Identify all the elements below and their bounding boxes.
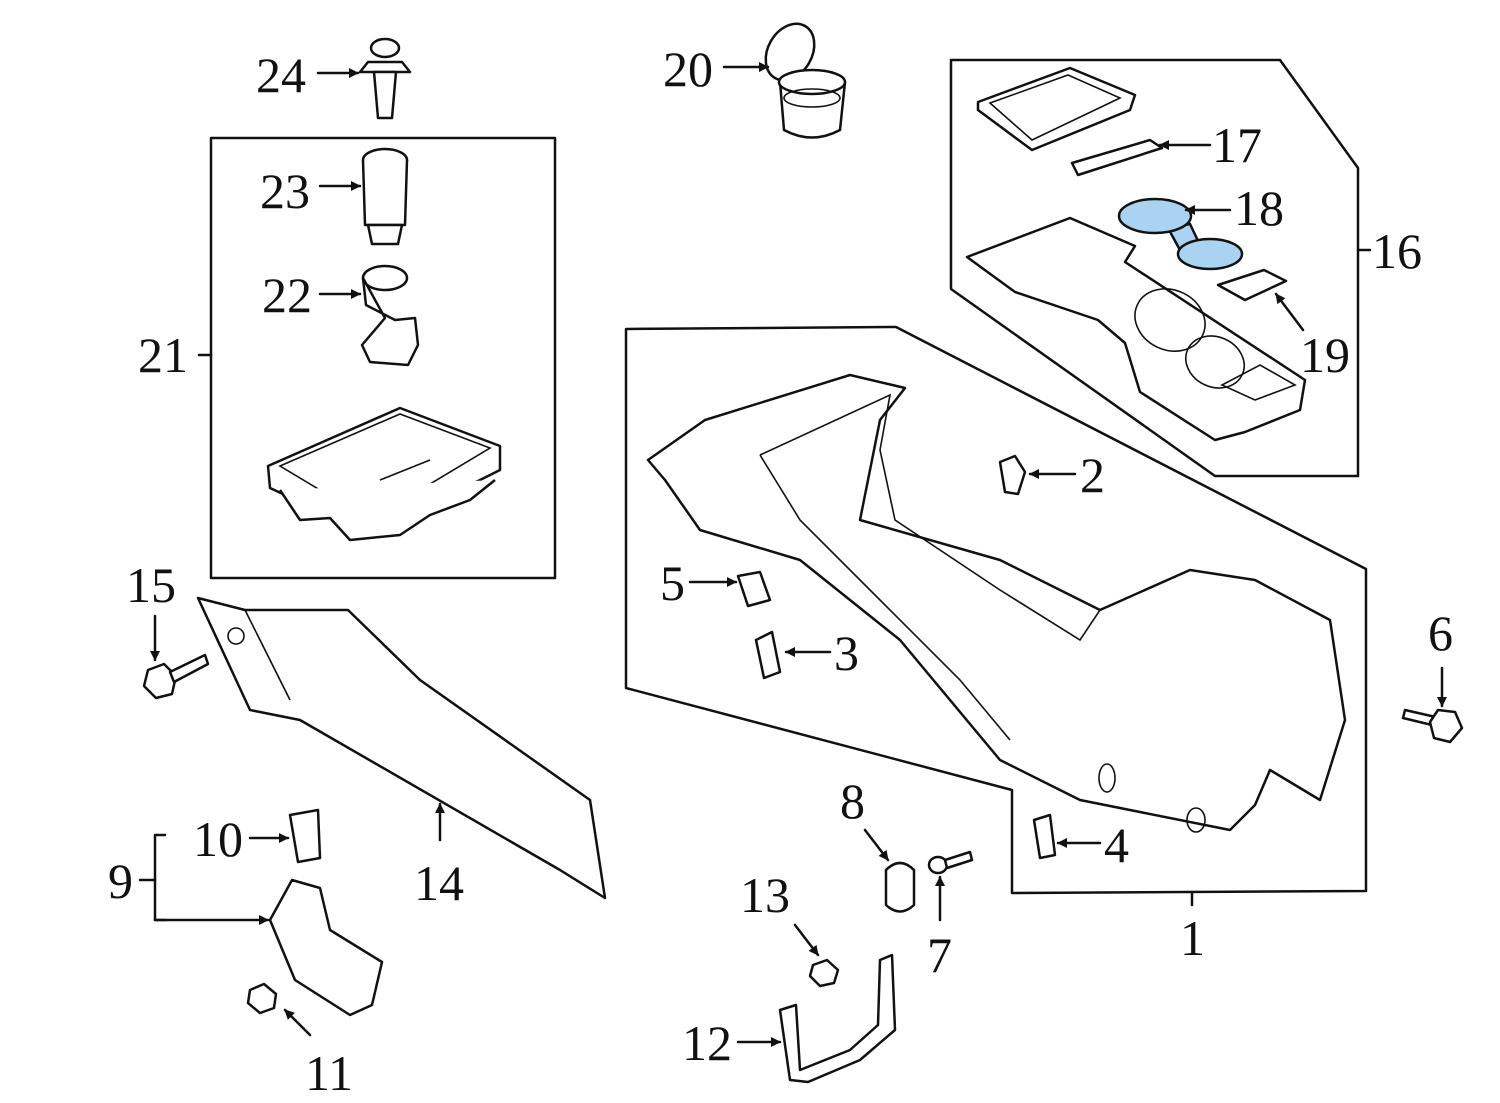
part-7-pin-icon — [927, 850, 974, 875]
part-16-console-top-icon — [965, 216, 1307, 442]
part-2-clip-icon — [998, 454, 1027, 496]
callout-3: 3 — [834, 625, 859, 681]
callout-16: 16 — [1372, 223, 1422, 279]
part-24-push-pin-icon — [358, 37, 412, 120]
part-12-bracket-icon — [778, 953, 897, 1084]
part-11-nut-icon — [246, 982, 278, 1015]
callout-10: 10 — [193, 811, 243, 867]
callout-5: 5 — [660, 555, 685, 611]
part-23-socket-icon — [361, 147, 409, 246]
callout-21: 21 — [138, 327, 188, 383]
part-4-clip-icon — [1032, 813, 1057, 860]
callout-8: 8 — [840, 773, 865, 829]
part-13-nut-icon — [808, 958, 840, 988]
callout-20: 20 — [663, 41, 713, 97]
part-17-strip-icon — [1070, 138, 1164, 177]
part-1-console-body-icon — [646, 373, 1347, 833]
callout-17: 17 — [1212, 117, 1262, 173]
callout-6: 6 — [1428, 605, 1453, 661]
callout-22: 22 — [262, 267, 312, 323]
group-box-1 — [624, 325, 1368, 895]
group-box-21 — [209, 136, 557, 580]
callout-14: 14 — [414, 855, 464, 911]
part-6-bolt-icon — [1401, 708, 1464, 744]
callout-23: 23 — [260, 163, 310, 219]
callout-2: 2 — [1080, 447, 1105, 503]
part-3-clip-icon — [754, 630, 782, 680]
callout-19: 19 — [1300, 327, 1350, 383]
part-21-tray-icon — [266, 406, 502, 542]
part-5-nut-icon — [736, 570, 772, 608]
callout-11: 11 — [305, 1045, 353, 1101]
callout-15: 15 — [126, 557, 176, 613]
part-18-cup-holder-insert-icon — [1117, 197, 1244, 271]
part-9-bracket-icon — [268, 878, 384, 1017]
callout-9: 9 — [108, 853, 133, 909]
part-20-ash-cup-icon — [764, 22, 847, 139]
callout-1: 1 — [1180, 910, 1205, 966]
part-14-side-panel-icon — [196, 596, 607, 900]
callout-18: 18 — [1234, 180, 1284, 236]
part-8-cap-icon — [884, 861, 916, 913]
callout-4: 4 — [1104, 817, 1129, 873]
callout-24: 24 — [256, 47, 306, 103]
part-19-pad-icon — [1216, 268, 1288, 302]
part-17-bezel-frame-icon — [976, 66, 1137, 152]
part-10-clip-icon — [288, 808, 322, 864]
callout-12: 12 — [682, 1015, 732, 1071]
part-22-socket-icon — [360, 264, 420, 367]
callout-13: 13 — [740, 867, 790, 923]
callout-7: 7 — [927, 927, 952, 983]
part-15-bolt-icon — [142, 653, 210, 700]
group-box-16 — [949, 58, 1360, 478]
